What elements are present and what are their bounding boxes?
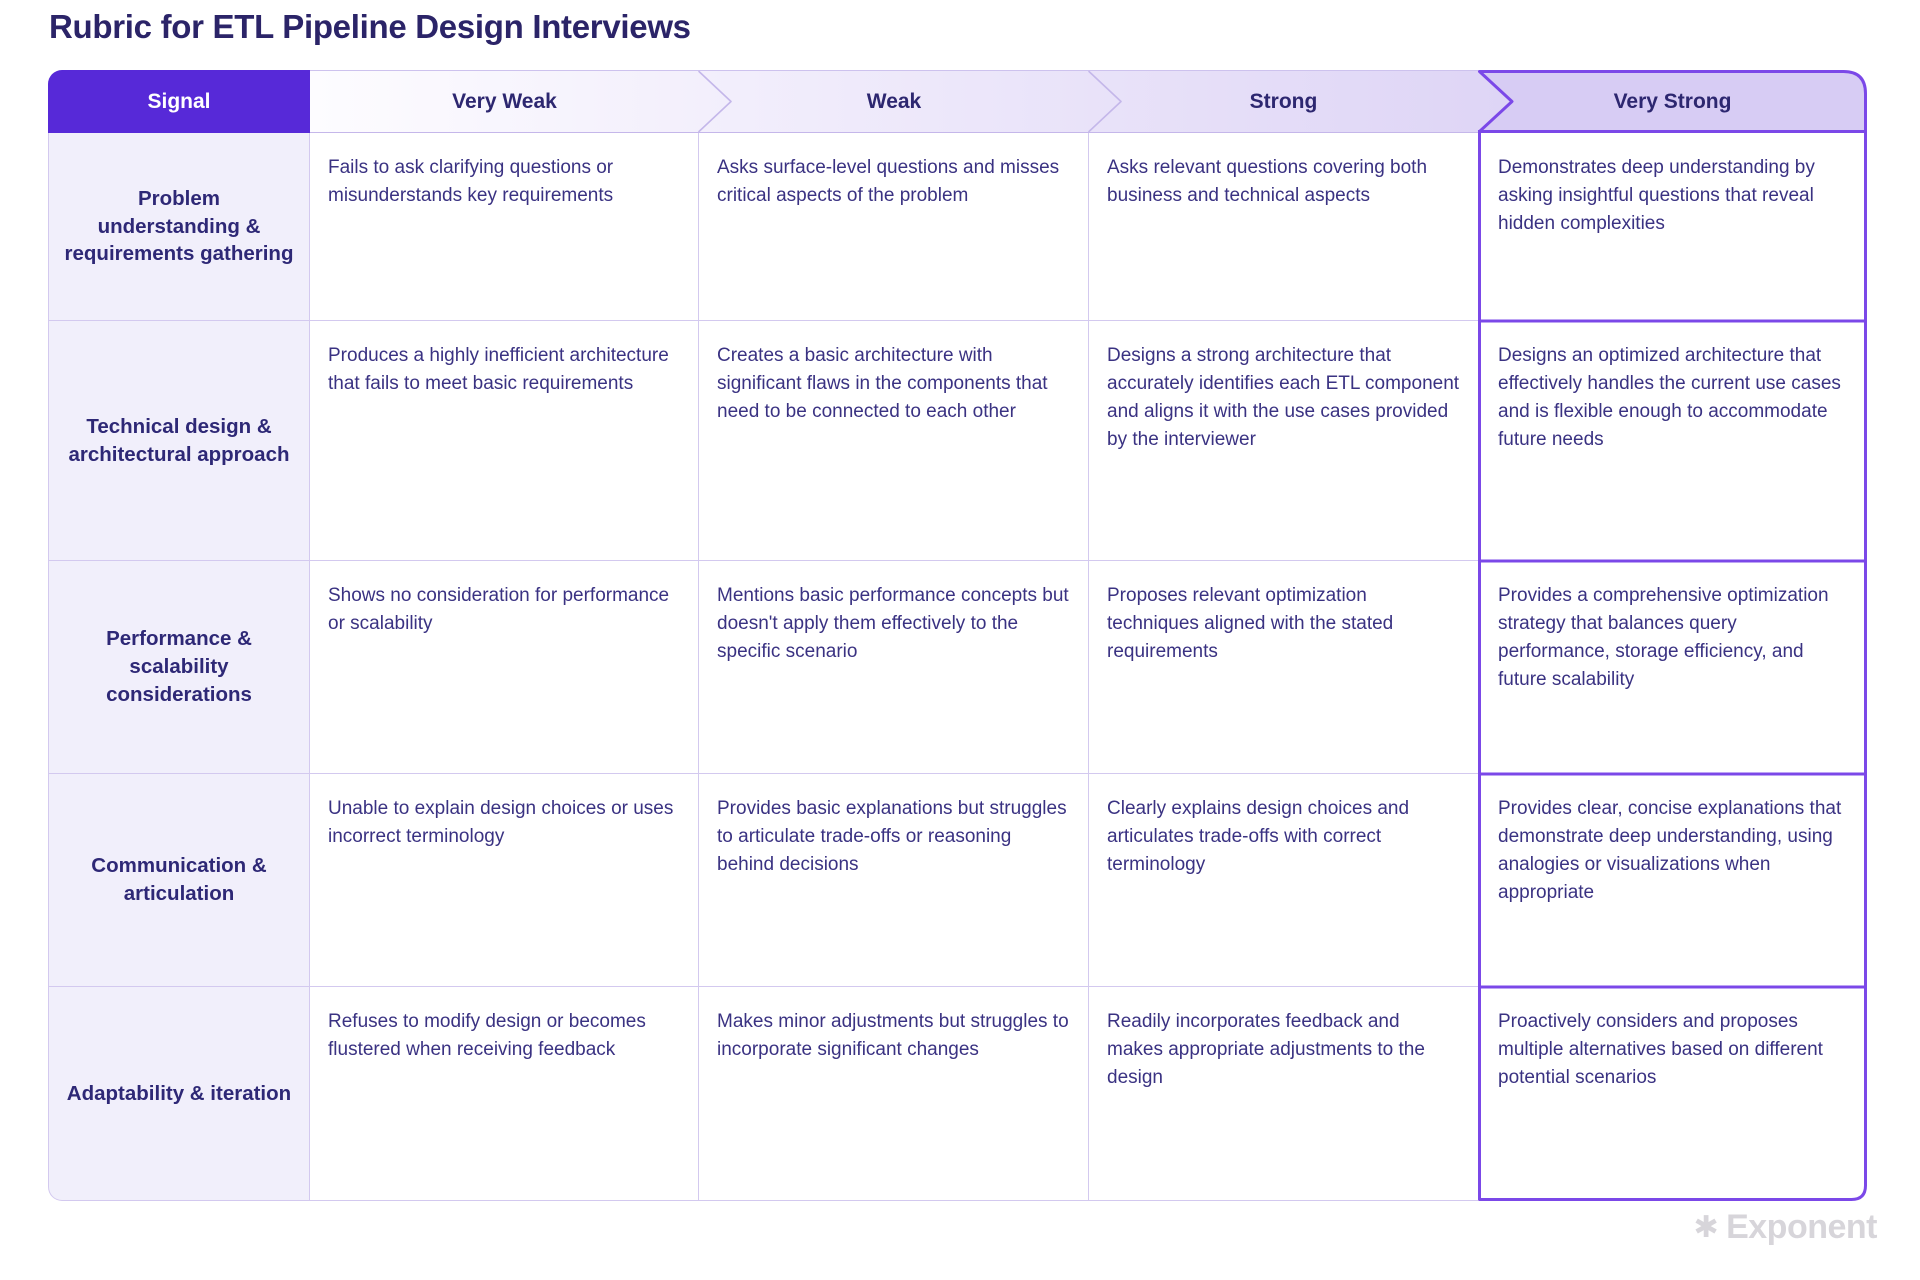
column-header-strong: Strong [1249,89,1318,113]
row-label-adaptability: Adaptability & iteration [48,987,310,1201]
column-header-signal: Signal [48,70,310,133]
rubric-cell: Produces a highly inefficient architectu… [310,321,699,561]
row-label-performance-scalability: Performance & scalability considerations [48,561,310,774]
rubric-cell: Asks surface-level questions and misses … [699,133,1089,321]
rubric-cell-highlighted: Provides a comprehensive optimization st… [1498,585,1829,691]
rubric-table: Signal Very Weak Weak Strong Very Strong… [48,70,1867,1201]
page-title: Rubric for ETL Pipeline Design Interview… [49,8,691,45]
rubric-cell: Proposes relevant optimization technique… [1089,561,1478,774]
rubric-cell: Unable to explain design choices or uses… [310,774,699,987]
rubric-cell: Shows no consideration for performance o… [310,561,699,774]
rubric-cell: Refuses to modify design or becomes flus… [310,987,699,1201]
rubric-cell-highlighted: Demonstrates deep understanding by askin… [1498,157,1815,235]
rubric-grid: Signal Very Weak Weak Strong Very Strong… [48,70,1867,1201]
chevron-separator-weak [698,70,732,133]
rubric-cell: Fails to ask clarifying questions or mis… [310,133,699,321]
rubric-cell: Clearly explains design choices and arti… [1089,774,1478,987]
rubric-cell-highlighted: Proactively considers and proposes multi… [1498,1011,1823,1089]
row-label-problem-understanding: Problem understanding & requirements gat… [48,133,310,321]
rubric-cell: Asks relevant questions covering both bu… [1089,133,1478,321]
row-label-technical-design: Technical design & architectural approac… [48,321,310,561]
rubric-cell: Provides basic explanations but struggle… [699,774,1089,987]
rubric-cell-highlighted: Provides clear, concise explanations tha… [1498,798,1842,904]
column-header-very-weak: Very Weak [452,89,557,113]
row-label-communication: Communication & articulation [48,774,310,987]
rubric-cell: Readily incorporates feedback and makes … [1089,987,1478,1201]
rubric-cell-highlighted: Designs an optimized architecture that e… [1498,345,1841,451]
rubric-cell: Designs a strong architecture that accur… [1089,321,1478,561]
very-strong-cell-border-last [1478,985,1867,1201]
column-header-very-strong: Very Strong [1613,89,1732,113]
rubric-cell: Makes minor adjustments but struggles to… [699,987,1089,1201]
exponent-logo: ✱ Exponent [1693,1208,1877,1247]
exponent-logo-star-icon: ✱ [1693,1209,1719,1245]
rubric-cell: Creates a basic architecture with signif… [699,321,1089,561]
chevron-separator-strong [1088,70,1122,133]
exponent-logo-text: Exponent [1726,1208,1877,1246]
table-decorations [698,70,1867,1201]
rubric-cell: Mentions basic performance concepts but … [699,561,1089,774]
column-header-weak: Weak [866,89,922,113]
